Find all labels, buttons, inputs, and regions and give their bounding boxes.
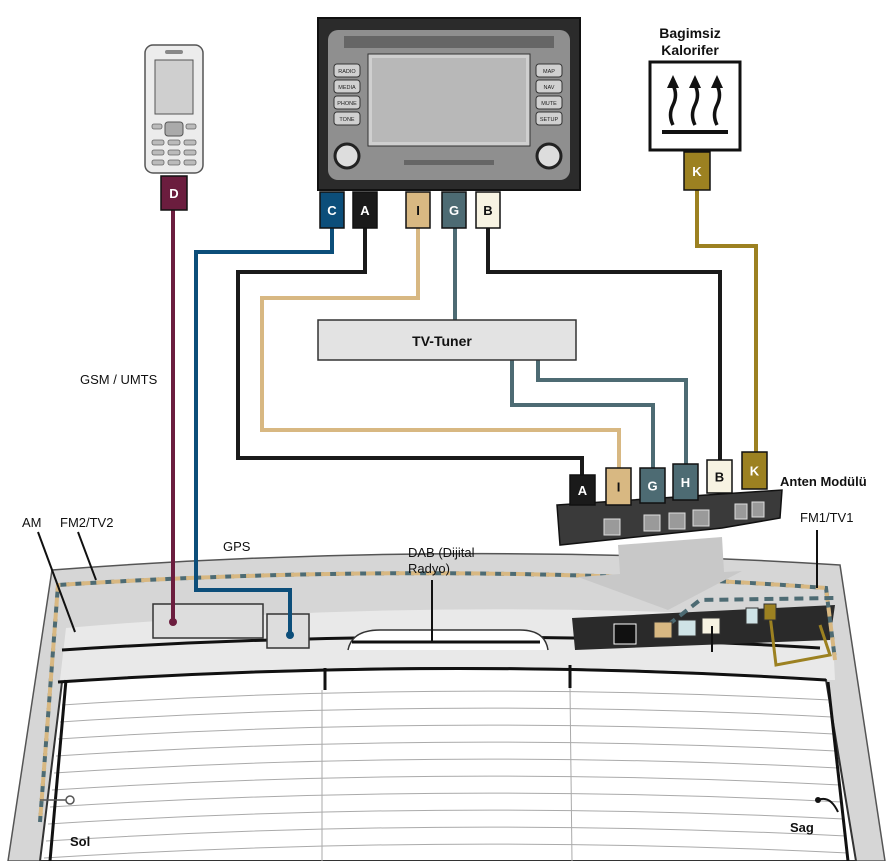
radio-button-setup[interactable] <box>535 111 563 126</box>
radio-button-label: MEDIA <box>338 85 356 91</box>
radio-button-tone[interactable] <box>333 111 361 126</box>
radio-connector-b-box <box>475 191 501 229</box>
heater-connector-k-letter: K <box>692 164 702 179</box>
am-label: AM <box>22 515 42 530</box>
radio-button-nav[interactable] <box>535 79 563 94</box>
radio-left-buttons: RADIO MEDIA PHONE TONE <box>333 63 361 126</box>
module-label: Anten Modülü <box>780 474 867 489</box>
dab-label-line2: Radyo) <box>408 561 450 576</box>
module-connector-g-letter: G <box>647 479 657 494</box>
heater-icon <box>648 60 742 152</box>
heater-grid <box>43 687 849 861</box>
dab-label-line1: DAB (Dijital <box>408 545 475 560</box>
mobile-phone <box>144 44 204 174</box>
phone-connector-d-letter: D <box>169 186 178 201</box>
module-connector-b-letter: B <box>715 470 724 485</box>
wires <box>37 190 818 642</box>
radio-connector-i-letter: I <box>416 203 420 218</box>
fm1-label: FM1/TV1 <box>800 510 853 525</box>
left-side-label: Sol <box>70 834 90 849</box>
module-connector-g-box <box>639 467 666 504</box>
radio-button-label: SETUP <box>540 117 559 123</box>
module-connector-h-letter: H <box>681 475 690 490</box>
module-connector-k-letter: K <box>750 464 760 479</box>
gps-label: GPS <box>223 539 251 554</box>
radio-connector-c-letter: C <box>327 203 337 218</box>
radio-button-radio[interactable] <box>333 63 361 78</box>
gsm-label: GSM / UMTS <box>80 372 158 387</box>
right-side-label: Sag <box>790 820 814 835</box>
heater-connector-k-box <box>683 151 711 191</box>
tuner-label: TV-Tuner <box>412 333 472 349</box>
radio-connector-a-letter: A <box>360 203 370 218</box>
module-connector-a-box <box>569 474 596 506</box>
radio-connector-b-letter: B <box>483 203 492 218</box>
radio-button-label: RADIO <box>338 69 356 75</box>
module-connector-k-box <box>741 451 768 490</box>
module-connector-b-box <box>706 459 733 494</box>
radio-connector-i-box <box>405 191 431 229</box>
heater-label-line2: Kalorifer <box>661 42 719 58</box>
radio-button-map[interactable] <box>535 63 563 78</box>
radio-button-label: NAV <box>544 85 555 91</box>
heater-label-line1: Bagimsiz <box>659 25 720 41</box>
radio-right-buttons: MAP NAV MUTE SETUP <box>535 63 563 126</box>
phone-connector-d-box <box>160 175 188 211</box>
down-arrow <box>578 537 742 610</box>
radio-connector-g-box <box>441 191 467 229</box>
module-connector-a-letter: A <box>578 483 588 498</box>
module-connector-h-box <box>672 463 699 501</box>
radio-button-label: PHONE <box>337 101 357 107</box>
fm2-label: FM2/TV2 <box>60 515 113 530</box>
module-connector-i-letter: I <box>617 480 621 495</box>
radio-button-label: TONE <box>339 117 355 123</box>
module-connector-i-box <box>605 467 632 506</box>
rear-window <box>7 552 886 861</box>
radio-button-label: MAP <box>543 69 555 75</box>
radio-connector-c-box <box>319 191 345 229</box>
radio-button-mute[interactable] <box>535 95 563 110</box>
radio-button-media[interactable] <box>333 79 361 94</box>
radio-button-phone[interactable] <box>333 95 361 110</box>
connector-tags: C A I G B D K A I G H B K <box>160 151 768 506</box>
radio-connector-a-box <box>352 191 378 229</box>
radio-button-label: MUTE <box>541 101 557 107</box>
tv-tuner <box>317 319 577 361</box>
radio-connector-g-letter: G <box>449 203 459 218</box>
radio-unit: RADIO MEDIA PHONE TONE MAP NAV MUTE SETUP <box>317 17 581 191</box>
